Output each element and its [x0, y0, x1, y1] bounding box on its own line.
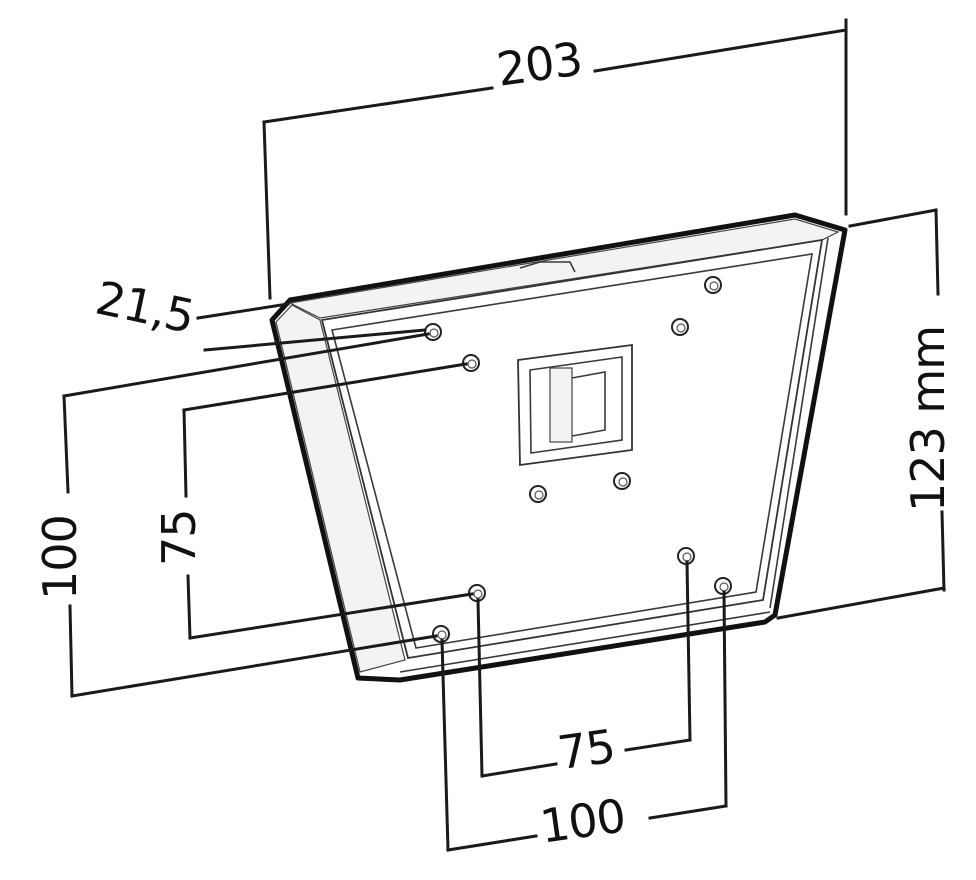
- mounting-holes: [424, 276, 732, 643]
- hole-bottom-right-outer: [714, 577, 732, 595]
- dim-100h-line-right: [648, 804, 728, 820]
- dim-100h-label: 100: [537, 788, 629, 853]
- hole-bottom-left-outer: [432, 625, 450, 643]
- dimension-width-top: 203: [262, 18, 848, 300]
- dimension-outer-vertical: 100: [33, 332, 438, 698]
- dim-123-label: 123 mm: [901, 326, 955, 512]
- dim-21-5-line-top: [196, 302, 290, 320]
- dim-123-line-lower: [940, 510, 946, 592]
- bracket-arm: [571, 371, 606, 437]
- plate-top-bevel: [288, 218, 840, 319]
- dim-100h-line-left: [446, 834, 538, 852]
- dim-75v-line-upper: [182, 408, 188, 498]
- dim-75v-ext-bottom: [188, 592, 474, 640]
- hole-center-right: [613, 472, 631, 490]
- hole-top-left-inner: [462, 354, 480, 372]
- dim-123-ext-top: [848, 208, 938, 228]
- hole-center-left: [529, 485, 547, 503]
- dim-75h-label: 75: [554, 719, 618, 780]
- dim-75v-line-lower: [186, 574, 192, 640]
- dim-100v-ext-bottom: [70, 634, 438, 698]
- dim-21-5-line-bottom: [203, 328, 427, 352]
- plate-inner-edge: [331, 253, 813, 649]
- center-bracket: [517, 343, 633, 467]
- dim-123-line-upper: [934, 208, 940, 296]
- dim-75h-line-right: [624, 738, 692, 752]
- hole-top-right-outer: [704, 276, 722, 294]
- plate-right-edge-detail: [769, 237, 829, 609]
- dim-123-ext-bottom: [776, 586, 946, 620]
- dim-100v-label: 100: [33, 515, 87, 600]
- plate-bottom-rim: [399, 611, 771, 673]
- dim-100v-line-lower: [68, 604, 74, 698]
- dim-100h-ext-right: [722, 590, 728, 808]
- bracket-frame: [517, 343, 633, 467]
- hole-top-right-inner: [671, 318, 689, 336]
- dim-203-ext-left: [262, 120, 272, 300]
- dim-75h-ext-right: [685, 560, 692, 742]
- dim-203-line-left: [262, 86, 494, 124]
- dimension-height: 123 mm: [776, 208, 955, 620]
- dimension-inner-horizontal: 75: [476, 560, 692, 780]
- dim-75h-line-left: [480, 762, 558, 778]
- plate-top-slot: [519, 261, 576, 273]
- dim-75v-label: 75: [152, 509, 206, 566]
- bracket-inner: [529, 356, 623, 454]
- mount-plate: [269, 212, 848, 683]
- dim-100v-ext-top: [62, 332, 430, 398]
- dim-203-line-right: [593, 28, 848, 73]
- bracket-post: [549, 367, 573, 443]
- dimension-inner-vertical: 75: [152, 362, 474, 640]
- dim-100h-ext-left: [440, 638, 450, 852]
- dim-203-label: 203: [494, 31, 586, 96]
- dimension-outer-horizontal: 100: [440, 590, 728, 854]
- hole-top-left-outer: [424, 323, 442, 341]
- dim-75h-ext-left: [476, 598, 484, 778]
- dim-75v-ext-top: [182, 362, 468, 412]
- dim-100v-line-upper: [62, 394, 70, 494]
- dim-21-5-label: 21,5: [91, 270, 198, 343]
